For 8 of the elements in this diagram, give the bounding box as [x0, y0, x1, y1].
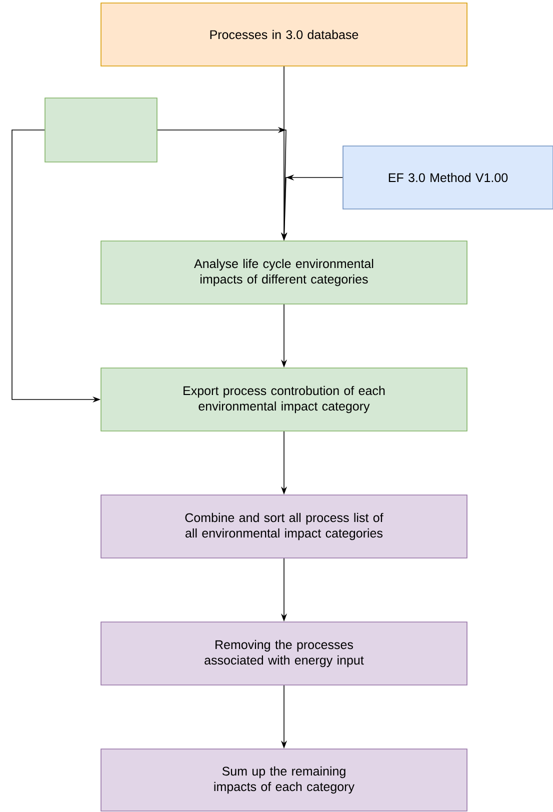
- process-box: Analyse life cycle environmental impacts of different categories: [100, 240, 468, 304]
- process-box: Sum up the remaining impacts of each category: [100, 748, 468, 812]
- process-box: Export process controbution of each environmental impact category: [100, 368, 468, 432]
- empty-box: [44, 98, 158, 162]
- process-box: Combine and sort all process list of all environmental impact categories: [100, 494, 468, 558]
- process-box: Processes in 3.0 database: [100, 2, 468, 66]
- process-box: Removing the processes associated with energy input: [100, 622, 468, 686]
- process-box: EF 3.0 Method V1.00: [342, 146, 553, 210]
